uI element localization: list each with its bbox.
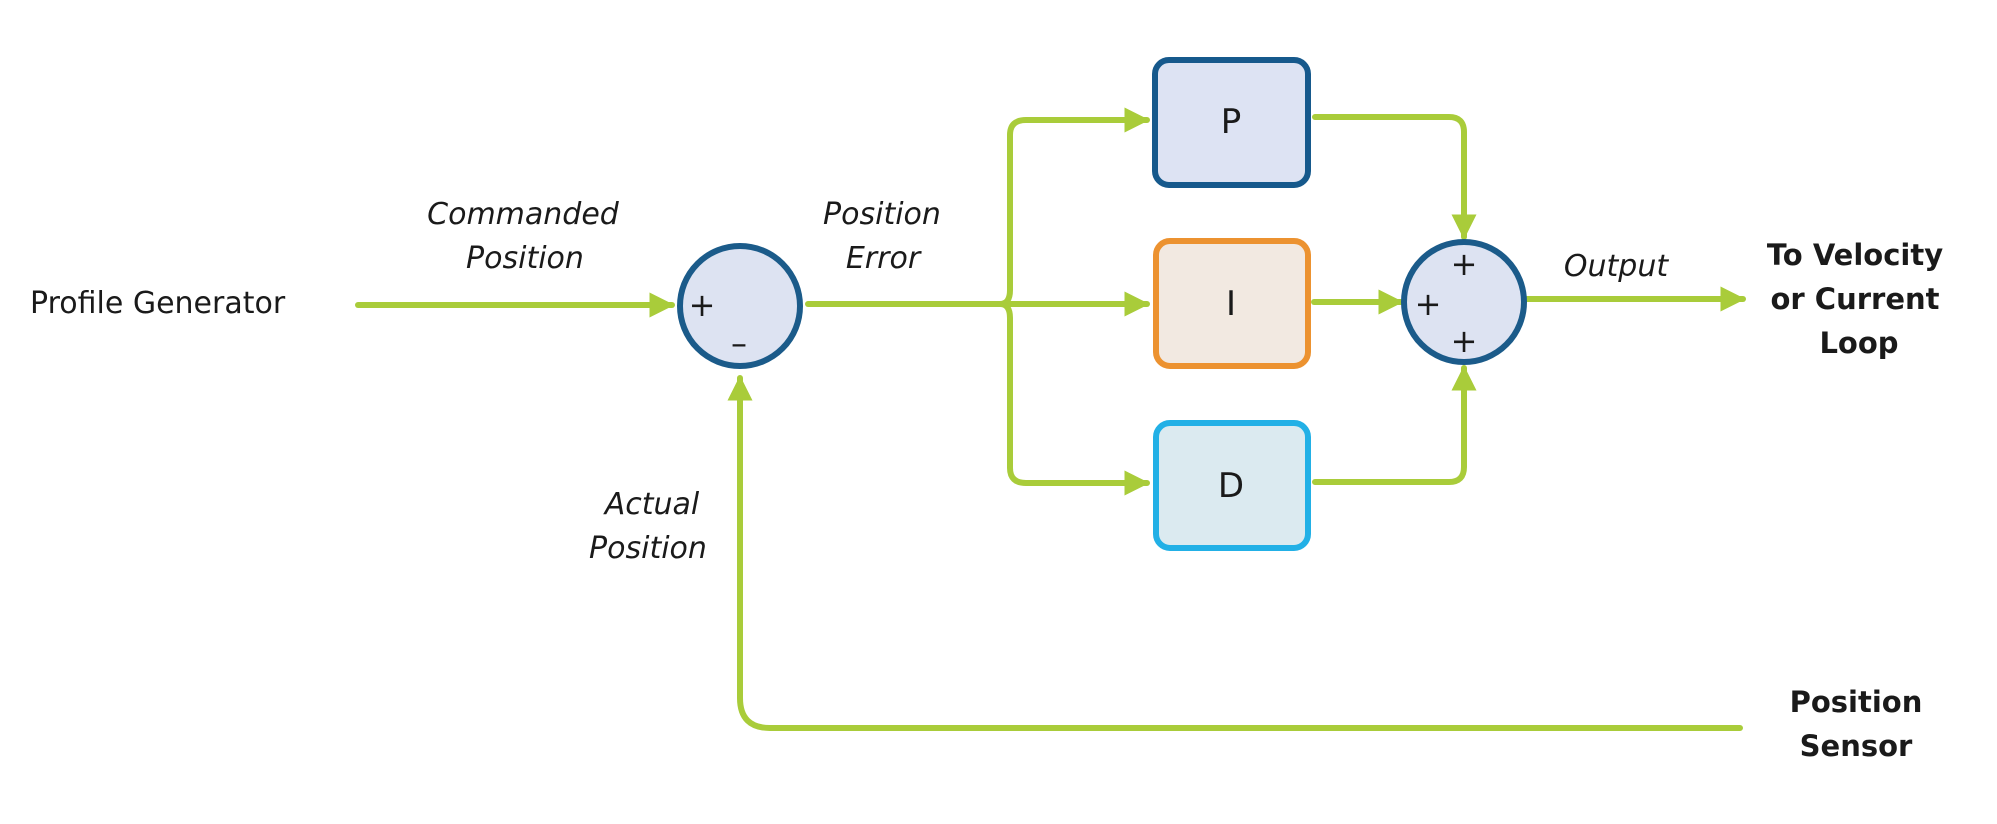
actual-position-label-line2: Position xyxy=(589,531,707,566)
d-to-sum-wire xyxy=(1312,365,1477,485)
output-label: Output xyxy=(1564,249,1669,284)
junction2-plus-bottom: + xyxy=(1451,322,1478,360)
commanded-position-label-line1: Commanded xyxy=(427,197,620,232)
d-block-label: D xyxy=(1218,466,1244,506)
junction2-plus-left: + xyxy=(1415,285,1442,323)
profile-generator-label: Profile Generator xyxy=(30,286,286,321)
p-to-sum-wire xyxy=(1312,114,1477,240)
to-velocity-label-line2: or Current xyxy=(1770,282,1939,316)
feedback-wire xyxy=(727,375,1743,731)
summing-junction-2: + + + xyxy=(1401,239,1527,365)
p-block: P xyxy=(1152,57,1311,188)
to-velocity-label-line1: To Velocity xyxy=(1767,238,1943,272)
junction1-minus-sign: – xyxy=(731,324,747,362)
position-error-label-line1: Position xyxy=(823,197,941,232)
actual-position-label-line1: Actual xyxy=(603,487,700,522)
position-sensor-label-line2: Sensor xyxy=(1800,729,1913,763)
junction2-plus-top: + xyxy=(1451,245,1478,283)
position-sensor-label-line1: Position xyxy=(1790,685,1923,719)
junction1-plus-sign: + xyxy=(689,286,716,324)
i-block: I xyxy=(1153,238,1311,369)
p-block-label: P xyxy=(1221,102,1242,142)
branch-to-p-wire xyxy=(997,107,1150,307)
to-velocity-label-line3: Loop xyxy=(1819,326,1898,360)
branch-to-d-wire xyxy=(997,301,1150,496)
commanded-position-label-line2: Position xyxy=(466,241,584,276)
summing-junction-1: + – xyxy=(677,243,803,369)
i-block-label: I xyxy=(1226,284,1236,324)
d-block: D xyxy=(1153,420,1311,551)
position-error-label-line2: Error xyxy=(846,241,922,276)
